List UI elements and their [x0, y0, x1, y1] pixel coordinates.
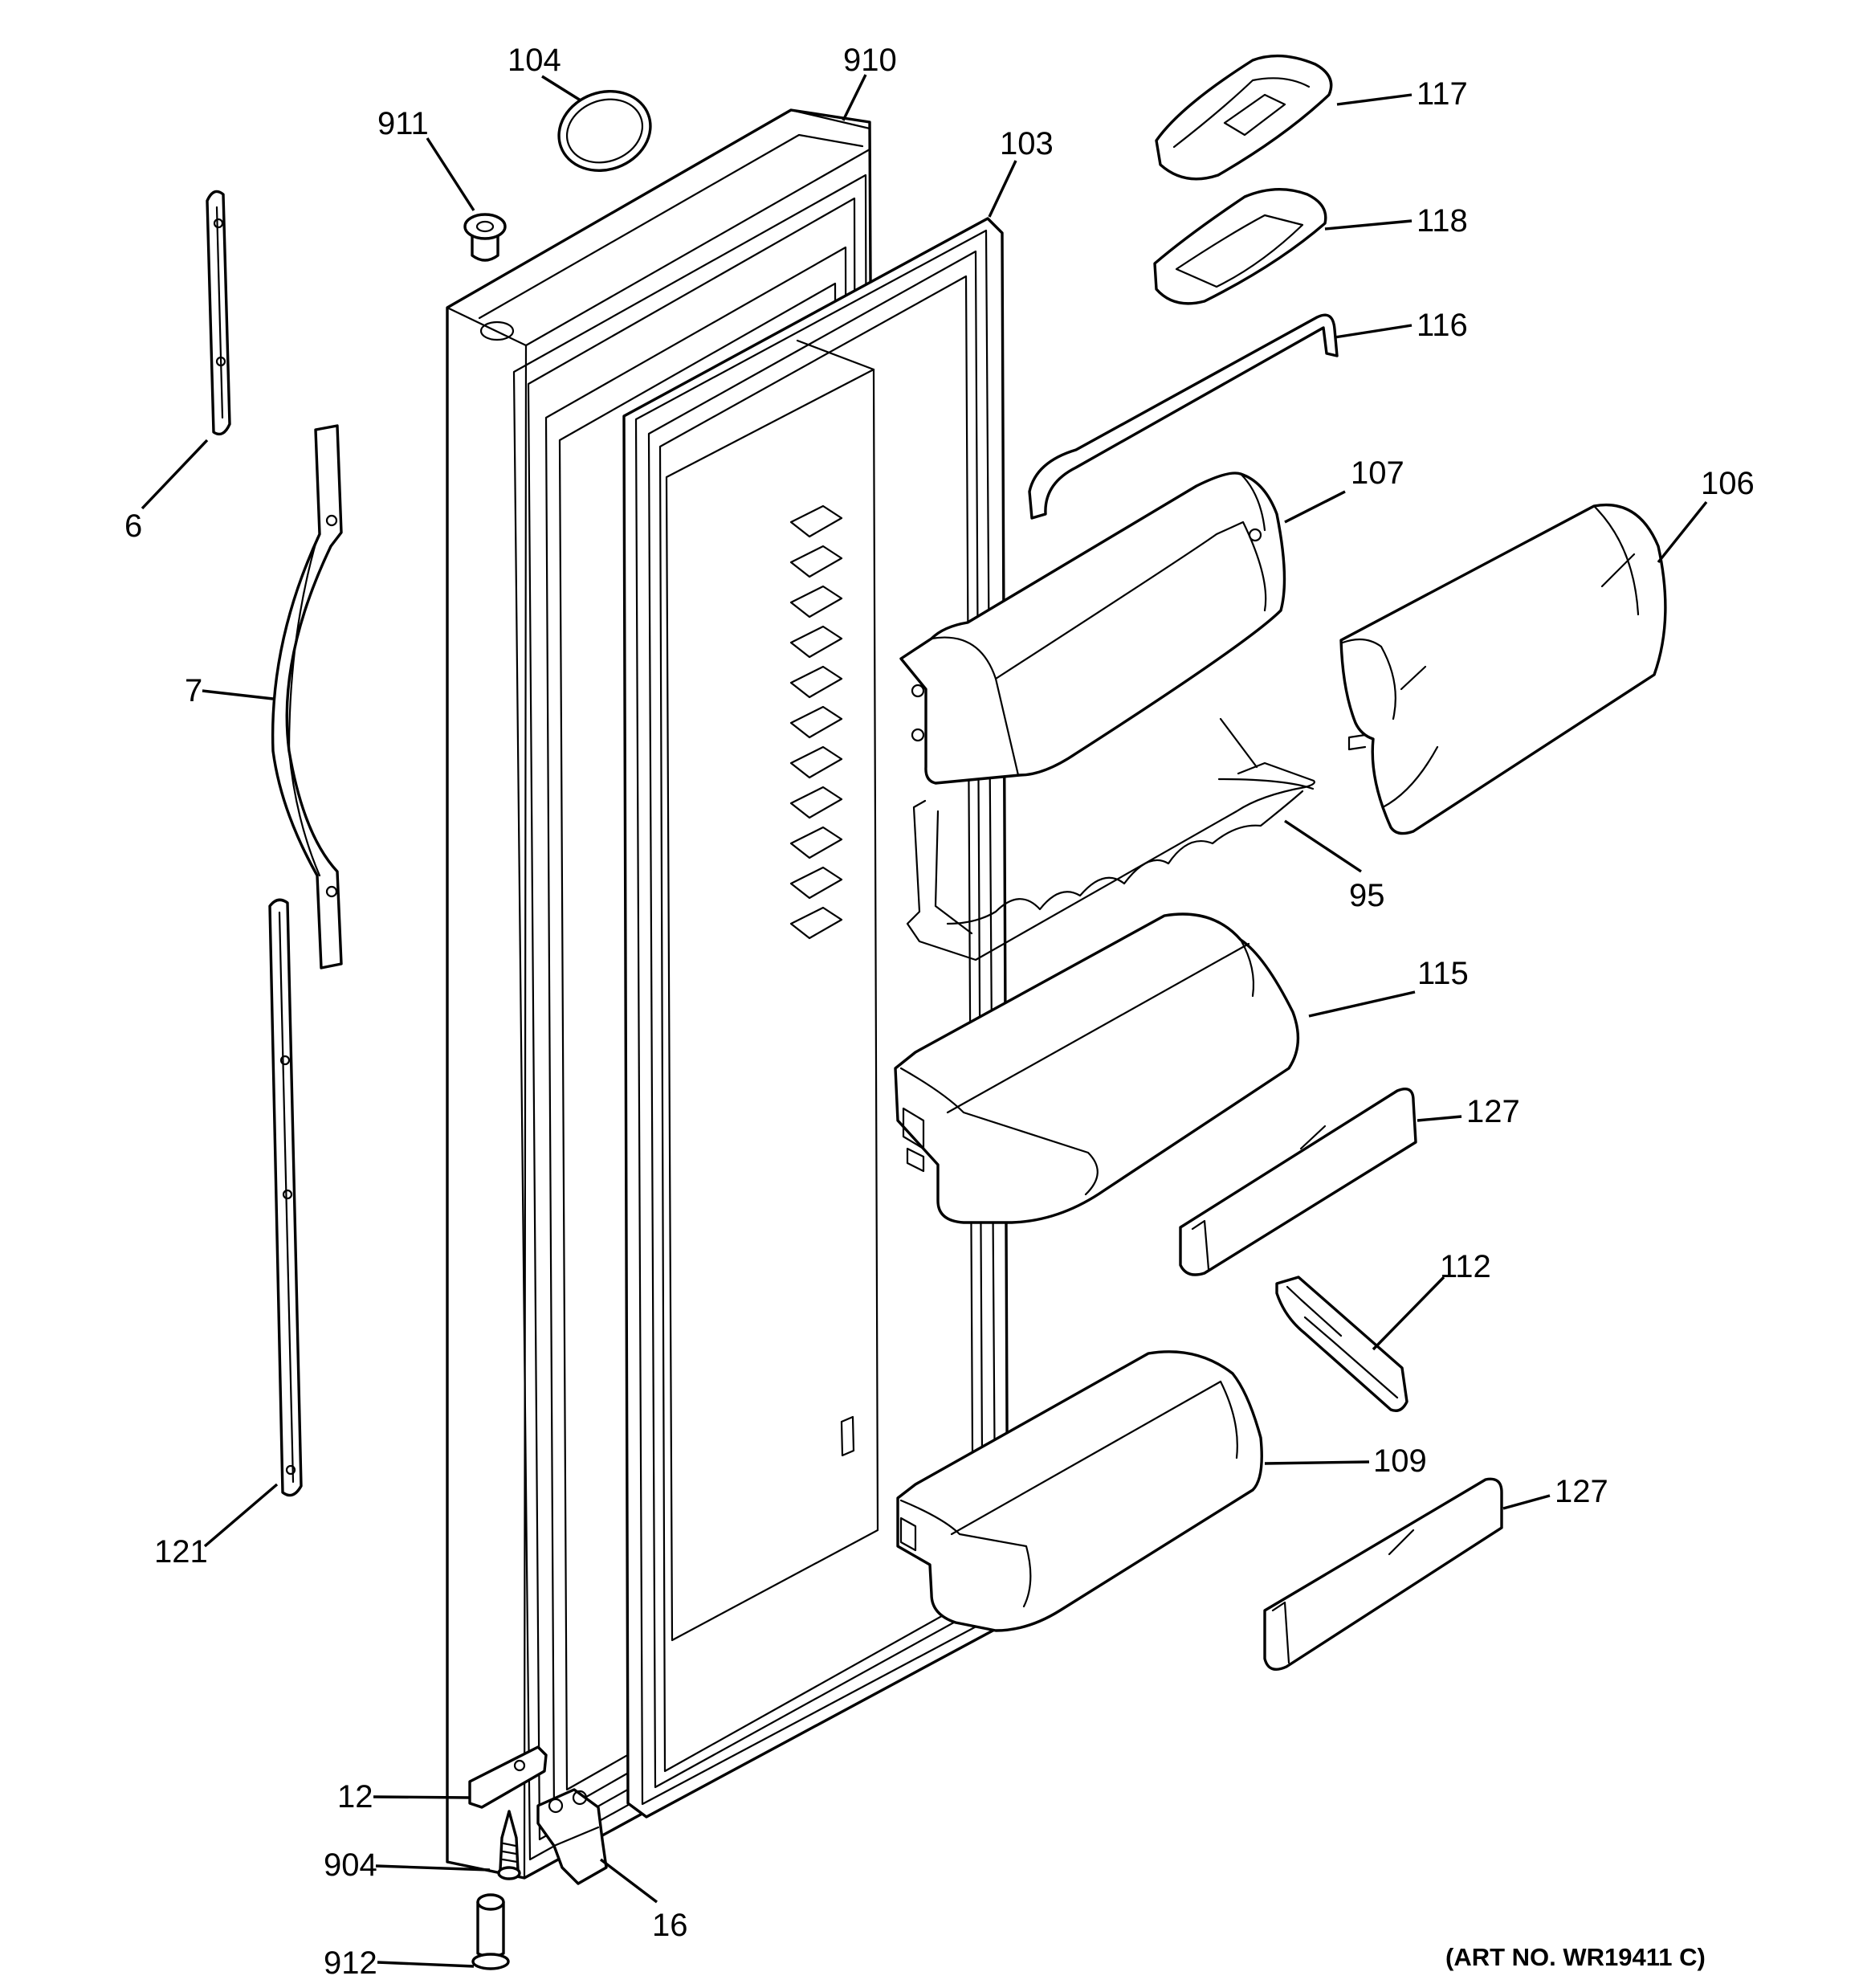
callout-910: 910 [843, 43, 897, 78]
door-bin-top [899, 471, 1286, 785]
callout-115: 115 [1417, 956, 1469, 991]
hinge-bushing [463, 213, 507, 262]
shelf-bar [1028, 313, 1339, 520]
callout-912: 912 [324, 1945, 377, 1981]
callout-103: 103 [1000, 126, 1054, 161]
shelf-support-rail [789, 504, 843, 940]
handle-trim-top [206, 190, 231, 436]
dairy-door-cover [1339, 503, 1667, 835]
callout-109: 109 [1373, 1443, 1427, 1479]
bin-clip [1275, 1276, 1408, 1412]
hinge-cap [557, 90, 652, 172]
door-bin-middle [894, 912, 1300, 1224]
callout-904: 904 [324, 1847, 377, 1883]
dairy-bin [1153, 188, 1327, 305]
bottle-rack [906, 717, 1315, 961]
screw [497, 1810, 521, 1880]
dairy-cover [1155, 54, 1333, 181]
callout-7: 7 [185, 673, 202, 708]
callout-117: 117 [1417, 76, 1468, 112]
callout-127-upper: 127 [1466, 1094, 1520, 1129]
door-bin-bottom [896, 1350, 1263, 1632]
callout-121: 121 [154, 1534, 208, 1570]
callout-118: 118 [1417, 203, 1468, 239]
callout-107: 107 [1351, 455, 1404, 491]
door-gasket [622, 217, 1009, 1819]
callout-112: 112 [1440, 1249, 1491, 1284]
hinge-bracket [468, 1745, 548, 1809]
bottom-hinge [536, 1788, 608, 1885]
callout-911: 911 [377, 106, 429, 141]
callout-labels: 104 910 911 103 117 118 116 6 7 107 106 … [124, 43, 1755, 1981]
callout-12: 12 [337, 1779, 373, 1815]
bin-front-trim-lower [1263, 1477, 1503, 1671]
callout-116: 116 [1417, 308, 1468, 343]
door-handle [271, 424, 343, 970]
callout-95: 95 [1349, 878, 1385, 913]
callout-127-lower: 127 [1555, 1474, 1608, 1509]
bottom-bushing [471, 1893, 510, 1970]
handle-trim-bottom [268, 898, 303, 1497]
callout-104: 104 [508, 43, 561, 78]
bin-front-trim-upper [1179, 1088, 1417, 1276]
callout-106: 106 [1701, 466, 1755, 501]
callout-6: 6 [124, 508, 142, 544]
art-number: (ART NO. WR19411 C) [1445, 1943, 1706, 1971]
leader-lines [141, 74, 1708, 1968]
door-liner [665, 339, 879, 1642]
callout-16: 16 [652, 1908, 688, 1943]
